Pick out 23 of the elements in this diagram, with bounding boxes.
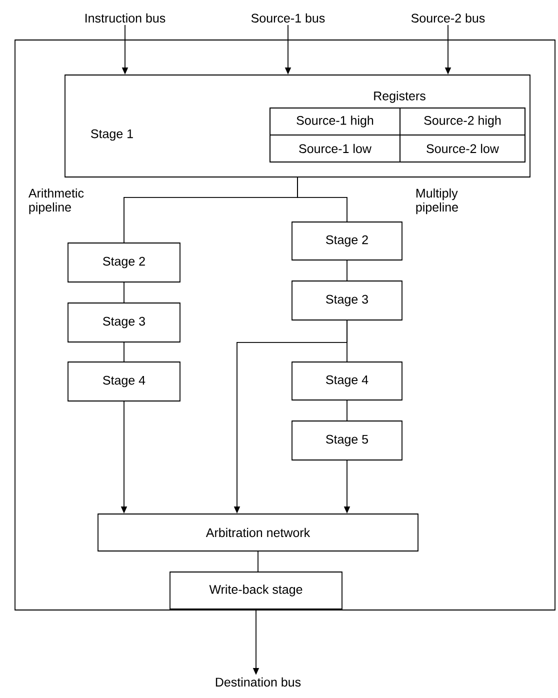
bus-label: Source-1 bus: [251, 13, 325, 23]
pipeline-label: Multiply pipeline: [416, 188, 458, 214]
stage-box: Stage 4: [292, 362, 402, 400]
stage-box: Arbitration network: [98, 514, 418, 552]
stage-box: Stage 3: [68, 302, 180, 342]
stage-box: Write-back stage: [170, 572, 342, 610]
table-cell: Source-1 high: [270, 108, 400, 136]
connector: [346, 260, 348, 281]
stage-box: Stage 2: [292, 222, 402, 260]
connector: [346, 400, 348, 421]
bus-label: Destination bus: [216, 677, 301, 687]
pipeline-label: Arithmetic pipeline: [28, 188, 84, 214]
stage-box: Stage 2: [68, 242, 180, 282]
stage-box: Stage 4: [68, 362, 180, 402]
table-cell: Source-1 low: [270, 134, 400, 162]
table-cell: Source-2 high: [400, 108, 526, 136]
bus-label: Source-2 bus: [411, 13, 485, 23]
stage-box: Stage 3: [292, 280, 402, 320]
connector: [297, 177, 348, 222]
stage-box: Stage 5: [292, 420, 402, 460]
node-label: Registers: [374, 91, 426, 103]
bus-label: Instruction bus: [86, 13, 166, 23]
table-cell: Source-2 low: [400, 134, 526, 162]
